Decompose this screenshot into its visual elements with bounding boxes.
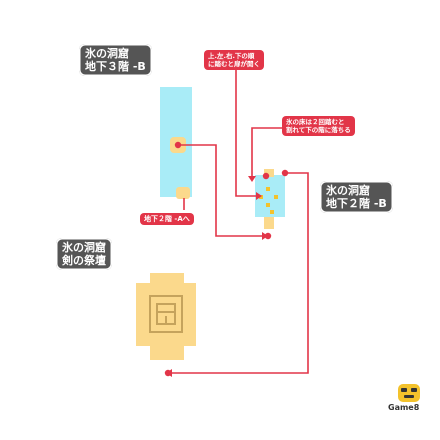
note-directions-line1: 上.左.右.下の順 — [208, 52, 255, 60]
floor-label-b3: 氷の洞窟 地下３階 -B — [79, 44, 152, 76]
route-arrows — [168, 68, 309, 374]
floor-label-altar-line1: 氷の洞窟 — [62, 241, 106, 254]
note-to-b2a[interactable]: 地下２階 -Aへ — [140, 213, 194, 225]
b2-sand-entry — [264, 169, 274, 177]
floor-label-altar: 氷の洞窟 剣の祭壇 — [56, 238, 112, 270]
floor-label-b3-line2: 地下３階 -B — [85, 60, 146, 73]
note-to-b2a-text: 地下２階 -Aへ — [144, 215, 190, 223]
note-directions: 上.左.右.下の順 に踏むと扉が開く — [204, 50, 264, 70]
b3-ice-lower — [160, 150, 180, 197]
floor-label-b2-line1: 氷の洞窟 — [326, 184, 370, 197]
b3-sand-tile-bottom — [176, 187, 190, 199]
map-points — [164, 141, 289, 377]
note-ice-floor-line1: 氷の床は２回踏むと — [286, 118, 345, 126]
b2-room-stem — [264, 217, 274, 229]
note-directions-line2: に踏むと扉が開く — [208, 60, 260, 68]
note-ice-floor-line2: 割れて下の階に落ちる — [286, 126, 351, 134]
floor-label-b2: 氷の洞窟 地下２階 -B — [320, 181, 393, 213]
stepping-tiles — [259, 187, 278, 214]
note-ice-floor: 氷の床は２回踏むと 割れて下の階に落ちる — [282, 116, 355, 136]
game8-logo-icon — [398, 384, 420, 402]
floor-label-altar-line2: 剣の祭壇 — [62, 254, 106, 267]
altar-glyph — [149, 295, 183, 333]
game8-logo-text: Game8 — [388, 403, 420, 412]
floor-label-b2-line2: 地下２階 -B — [326, 197, 387, 210]
floor-label-b3-line1: 氷の洞窟 — [85, 47, 129, 60]
